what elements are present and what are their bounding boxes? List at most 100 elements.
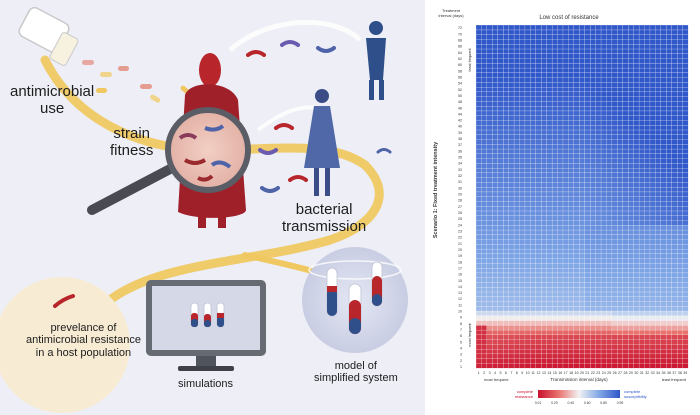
heatmap-cell [622,286,629,293]
heatmap-cell [600,182,607,188]
heatmap-cell [573,124,580,131]
heatmap-cell [671,334,678,340]
heatmap-cell [644,258,651,264]
heatmap-cell [677,253,683,259]
heatmap-cell [573,353,580,359]
heatmap-cell [677,320,683,326]
heatmap-cell [551,344,558,350]
heatmap-cell [677,110,683,116]
heatmap-cell [600,39,607,45]
heatmap-cell [579,339,586,345]
heatmap-cell [638,258,645,264]
heatmap-cell [568,286,575,293]
heatmap-cell [513,291,520,297]
heatmap-cell [573,53,580,59]
heatmap-cell [519,296,526,302]
heatmap-cell [503,215,509,221]
y-tick-label: 44 [458,112,462,116]
heatmap-cell [497,344,504,350]
heatmap-cell [677,58,683,64]
heatmap-cell [508,172,515,178]
heatmap-cell [584,43,591,50]
heatmap-cell [660,148,667,154]
heatmap-cell [606,186,613,193]
heatmap-cell [606,320,613,326]
heatmap-cell [611,363,618,369]
heatmap-cell [644,358,651,364]
heatmap-cell [590,129,596,135]
heatmap-cell [600,143,607,150]
heatmap-cell [622,62,629,69]
heatmap-cell [628,24,634,31]
heatmap-cell [660,172,667,178]
heatmap-cell [622,205,629,212]
heatmap-cell [644,115,651,121]
heatmap-cell [497,153,504,159]
heatmap-cell [677,296,683,302]
heatmap-cell [579,267,586,274]
heatmap-cell [557,86,564,93]
heatmap-cell [546,320,553,326]
heatmap-cell [492,24,499,31]
heatmap-cell [628,296,634,302]
heatmap-cell [557,58,564,64]
heatmap-cell [644,101,651,107]
heatmap-cell [622,96,629,102]
heatmap-cell [573,129,580,135]
heatmap-cell [568,158,575,164]
heatmap-cell [573,315,580,321]
heatmap-cell [671,239,678,245]
heatmap-cell [573,191,580,197]
heatmap-cell [606,105,613,112]
heatmap-cell [568,167,575,174]
heatmap-cell [519,286,526,293]
heatmap-cell [617,86,624,93]
heatmap-cell [546,24,553,31]
heatmap-cell [519,220,526,226]
heatmap-cell [590,201,596,207]
heatmap-cell [551,58,558,64]
heatmap-cell [503,325,509,331]
heatmap-cell [628,43,634,50]
heatmap-cell [492,124,499,131]
heatmap-cell [546,167,553,174]
y-tick-label: 22 [458,236,462,240]
heatmap-cell [573,163,580,169]
heatmap-cell [497,39,504,45]
heatmap-cell [644,224,651,231]
heatmap-cell [535,158,542,164]
heatmap-cell [682,229,689,235]
heatmap-cell [660,224,667,231]
heatmap-cell [644,39,651,45]
heatmap-cell [568,244,575,250]
heatmap-cell [666,229,673,235]
heatmap-cell [530,224,537,231]
heatmap-cell [638,277,645,283]
heatmap-cell [524,258,531,264]
heatmap-cell [503,134,509,140]
heatmap-cell [557,329,564,335]
heatmap-cell [666,82,673,88]
y-tick-label: 28 [458,199,462,203]
y-tick-label: 17 [458,266,462,270]
heatmap-cell [573,220,580,226]
heatmap-cell [633,86,640,93]
heatmap-cell [617,339,624,345]
heatmap-cell [497,86,504,93]
heatmap-cell [519,91,526,97]
heatmap-cell [475,86,482,93]
heatmap-cell [481,172,488,178]
heatmap-cell [682,124,689,131]
heatmap-cell [503,220,509,226]
heatmap-cell [622,201,629,207]
heatmap-cell [524,348,531,355]
heatmap-cell [562,348,569,355]
heatmap-cell [475,229,482,235]
x-tick-label: 28 [623,371,627,375]
heatmap-cell [535,62,542,69]
heatmap-cell [562,339,569,345]
y-tick-labels: 1234567891011121314151617181920212223242… [458,26,462,369]
legend-tick-label: 0.20 [551,401,558,405]
heatmap-cell [503,67,509,73]
